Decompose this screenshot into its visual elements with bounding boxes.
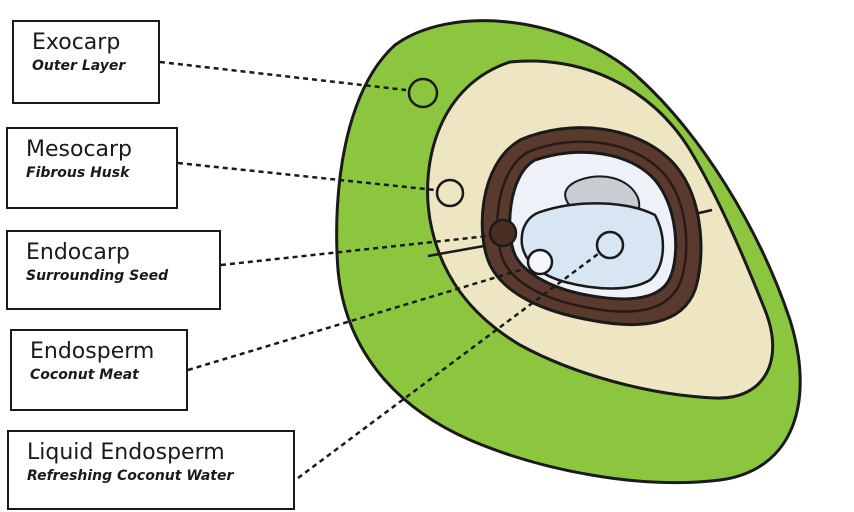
endocarp-marker [490, 220, 516, 246]
liquid-endosperm-subtitle: Refreshing Coconut Water [27, 466, 281, 486]
mesocarp-title: Mesocarp [26, 137, 164, 163]
endosperm-marker [528, 250, 552, 274]
exocarp-subtitle: Outer Layer [32, 56, 146, 76]
exocarp-title: Exocarp [32, 30, 146, 56]
mesocarp-subtitle: Fibrous Husk [26, 163, 164, 183]
endosperm-label: Endosperm Coconut Meat [10, 329, 188, 411]
endocarp-title: Endocarp [26, 240, 207, 266]
endosperm-subtitle: Coconut Meat [30, 365, 174, 385]
liquid-endosperm-title: Liquid Endosperm [27, 440, 281, 466]
exocarp-label: Exocarp Outer Layer [12, 20, 160, 104]
mesocarp-label: Mesocarp Fibrous Husk [6, 127, 178, 209]
endocarp-subtitle: Surrounding Seed [26, 266, 207, 286]
liquid-endosperm-label: Liquid Endosperm Refreshing Coconut Wate… [7, 430, 295, 510]
endosperm-title: Endosperm [30, 339, 174, 365]
endocarp-label: Endocarp Surrounding Seed [6, 230, 221, 310]
